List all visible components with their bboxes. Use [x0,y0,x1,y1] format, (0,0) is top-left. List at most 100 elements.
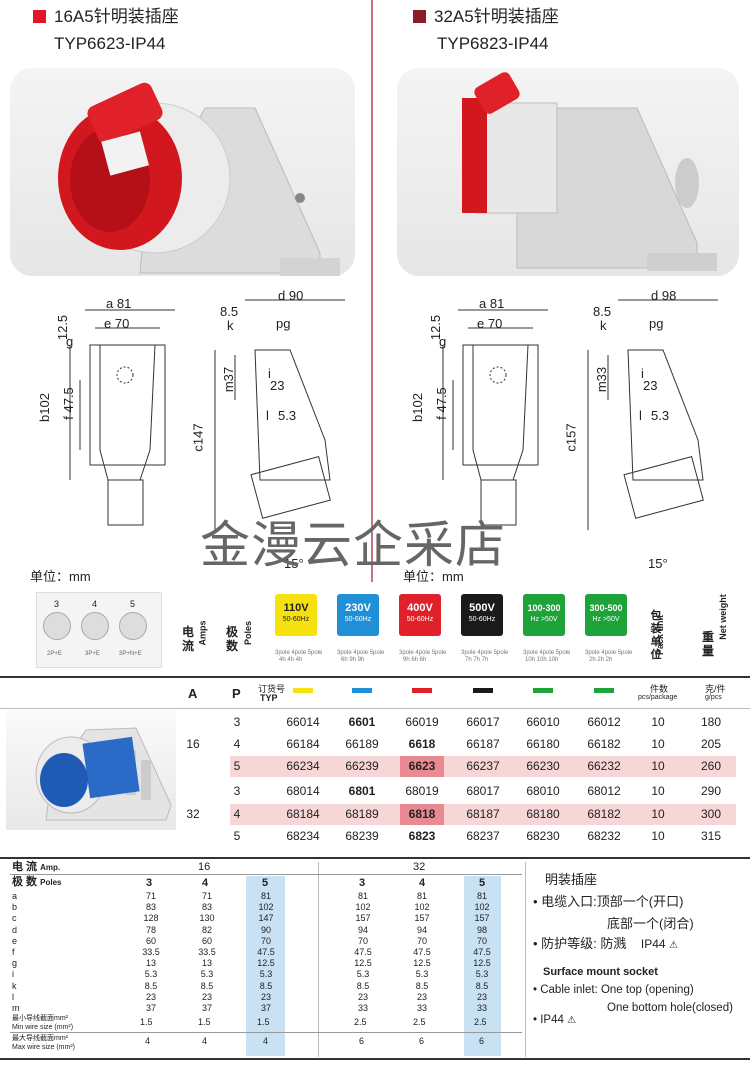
dim-pg: pg [276,316,291,331]
spec-key: e [12,935,18,946]
dim-angle: 15° [648,556,668,571]
pole-hours: 4h 4h 4h [279,657,303,663]
spec-cell: 94 [416,924,427,935]
dim-d: d 98 [651,288,677,303]
pole-hours: 7h 7h 7h [465,657,489,663]
spec-cell: 33 [416,1003,427,1013]
left-product-photo [10,68,355,276]
spec-cell: 5.3 [356,969,370,980]
spec-cell: 12.5 [257,958,275,969]
dim-l-value: 5.3 [278,408,297,423]
spec-cell: 102 [258,902,274,913]
spec-key: g [12,958,18,969]
weight-label: 重量 [701,630,714,658]
spec-cell: 1.5 [257,1017,270,1027]
spec-cell: 12.5 [354,958,372,969]
dim-l: l [639,408,642,423]
spec-col: 5 [262,877,269,889]
spec-key: f [12,947,15,957]
dim-e: e 70 [104,316,130,331]
spec-cell: 94 [357,924,368,935]
socket-32a-image [462,72,717,271]
spec-cell: 8.5 [259,980,273,991]
spec-cell: 70 [416,935,427,946]
color-dot-green [594,688,614,693]
spec-cell: 157 [355,913,371,924]
spec-cell: 130 [199,913,215,924]
spec-cell: 37 [145,1003,156,1013]
dim-pg: pg [649,316,664,331]
spec-cell: 71 [201,891,212,901]
spec-16a: 16 [198,861,211,873]
spec-bottom-rule [0,1058,750,1060]
pole-hours: 6h 9h 9h [341,657,365,663]
spec-cell: 47.5 [413,947,431,957]
socket-16a-image [58,82,340,276]
pole-hours: 2h 2h 2h [589,657,613,663]
note-title: 明装插座 [545,872,598,887]
spec-cell: 8.5 [475,980,489,991]
divider [371,0,373,582]
spec-col: 4 [202,877,209,889]
spec-cell: 5.3 [200,969,214,980]
spec-cell: 128 [143,913,159,924]
color-dot-yellow [293,688,313,693]
spec-cell: 8.5 [415,980,429,991]
spec-cell: 81 [416,891,427,901]
spec-cell: 5.3 [259,969,273,980]
blue-socket-photo [6,710,176,830]
spec-cell: 47.5 [354,947,372,957]
spec-current-label: 电 流 Amp. [12,861,61,873]
dim-i: i [641,366,644,381]
spec-rule [10,874,522,875]
spec-highlight-16a-5pole [246,876,285,1056]
pole-hours: 3pole 4pole 5pole [461,650,509,656]
dim-k-value: 8.5 [220,304,239,319]
warning-icon: ⚠ [669,940,679,951]
spec-cell: 8.5 [200,980,214,991]
spec-cell: 23 [145,991,156,1002]
dim-l: l [266,408,269,423]
spec-cell: 33 [476,1003,487,1013]
dim-k-value: 8.5 [593,304,612,319]
dim-e: e 70 [477,316,503,331]
spec-cell: 70 [357,935,368,946]
spec-cell: 83 [145,902,156,913]
spec-cell: 12.5 [473,958,491,969]
col-pack-en: pcs/package [638,694,678,701]
spec-col: 3 [146,877,153,889]
spec-cell: 47.5 [473,947,491,957]
col-weight-en: g/pcs [705,694,722,701]
spec-cell: 6 [419,1036,425,1046]
right-product-model: TYP6823-IP44 [437,34,549,53]
dim-angle: 15° [284,556,304,571]
spec-cell: 23 [416,991,427,1002]
poles-label-en: Poles [243,620,254,646]
dim-g: g [439,334,447,349]
socket-blue-image [35,727,172,821]
pole-hours: 9h 6h 6h [403,657,427,663]
spec-cell: 60 [145,935,156,946]
current-label: 电流 [181,625,194,653]
spec-32a: 32 [413,861,426,873]
pole-hours: 3pole 4pole 5pole [585,650,633,656]
pin-3-icon [43,612,71,640]
spec-poles-label: 极 数 Poles [12,876,62,888]
spec-cell: 81 [260,891,271,901]
spec-cell: 4 [145,1036,151,1046]
pole-hours: 3pole 4pole 5pole [275,650,323,656]
spec-cell: 81 [357,891,368,901]
spec-cell: 33.5 [198,947,216,957]
note-title-en: Surface mount socket [543,966,658,978]
spec-cell: 78 [145,924,156,935]
dim-f: f 47.5 [60,387,76,420]
spec-cell: 37 [260,1003,271,1013]
dim-k: k [227,318,234,333]
